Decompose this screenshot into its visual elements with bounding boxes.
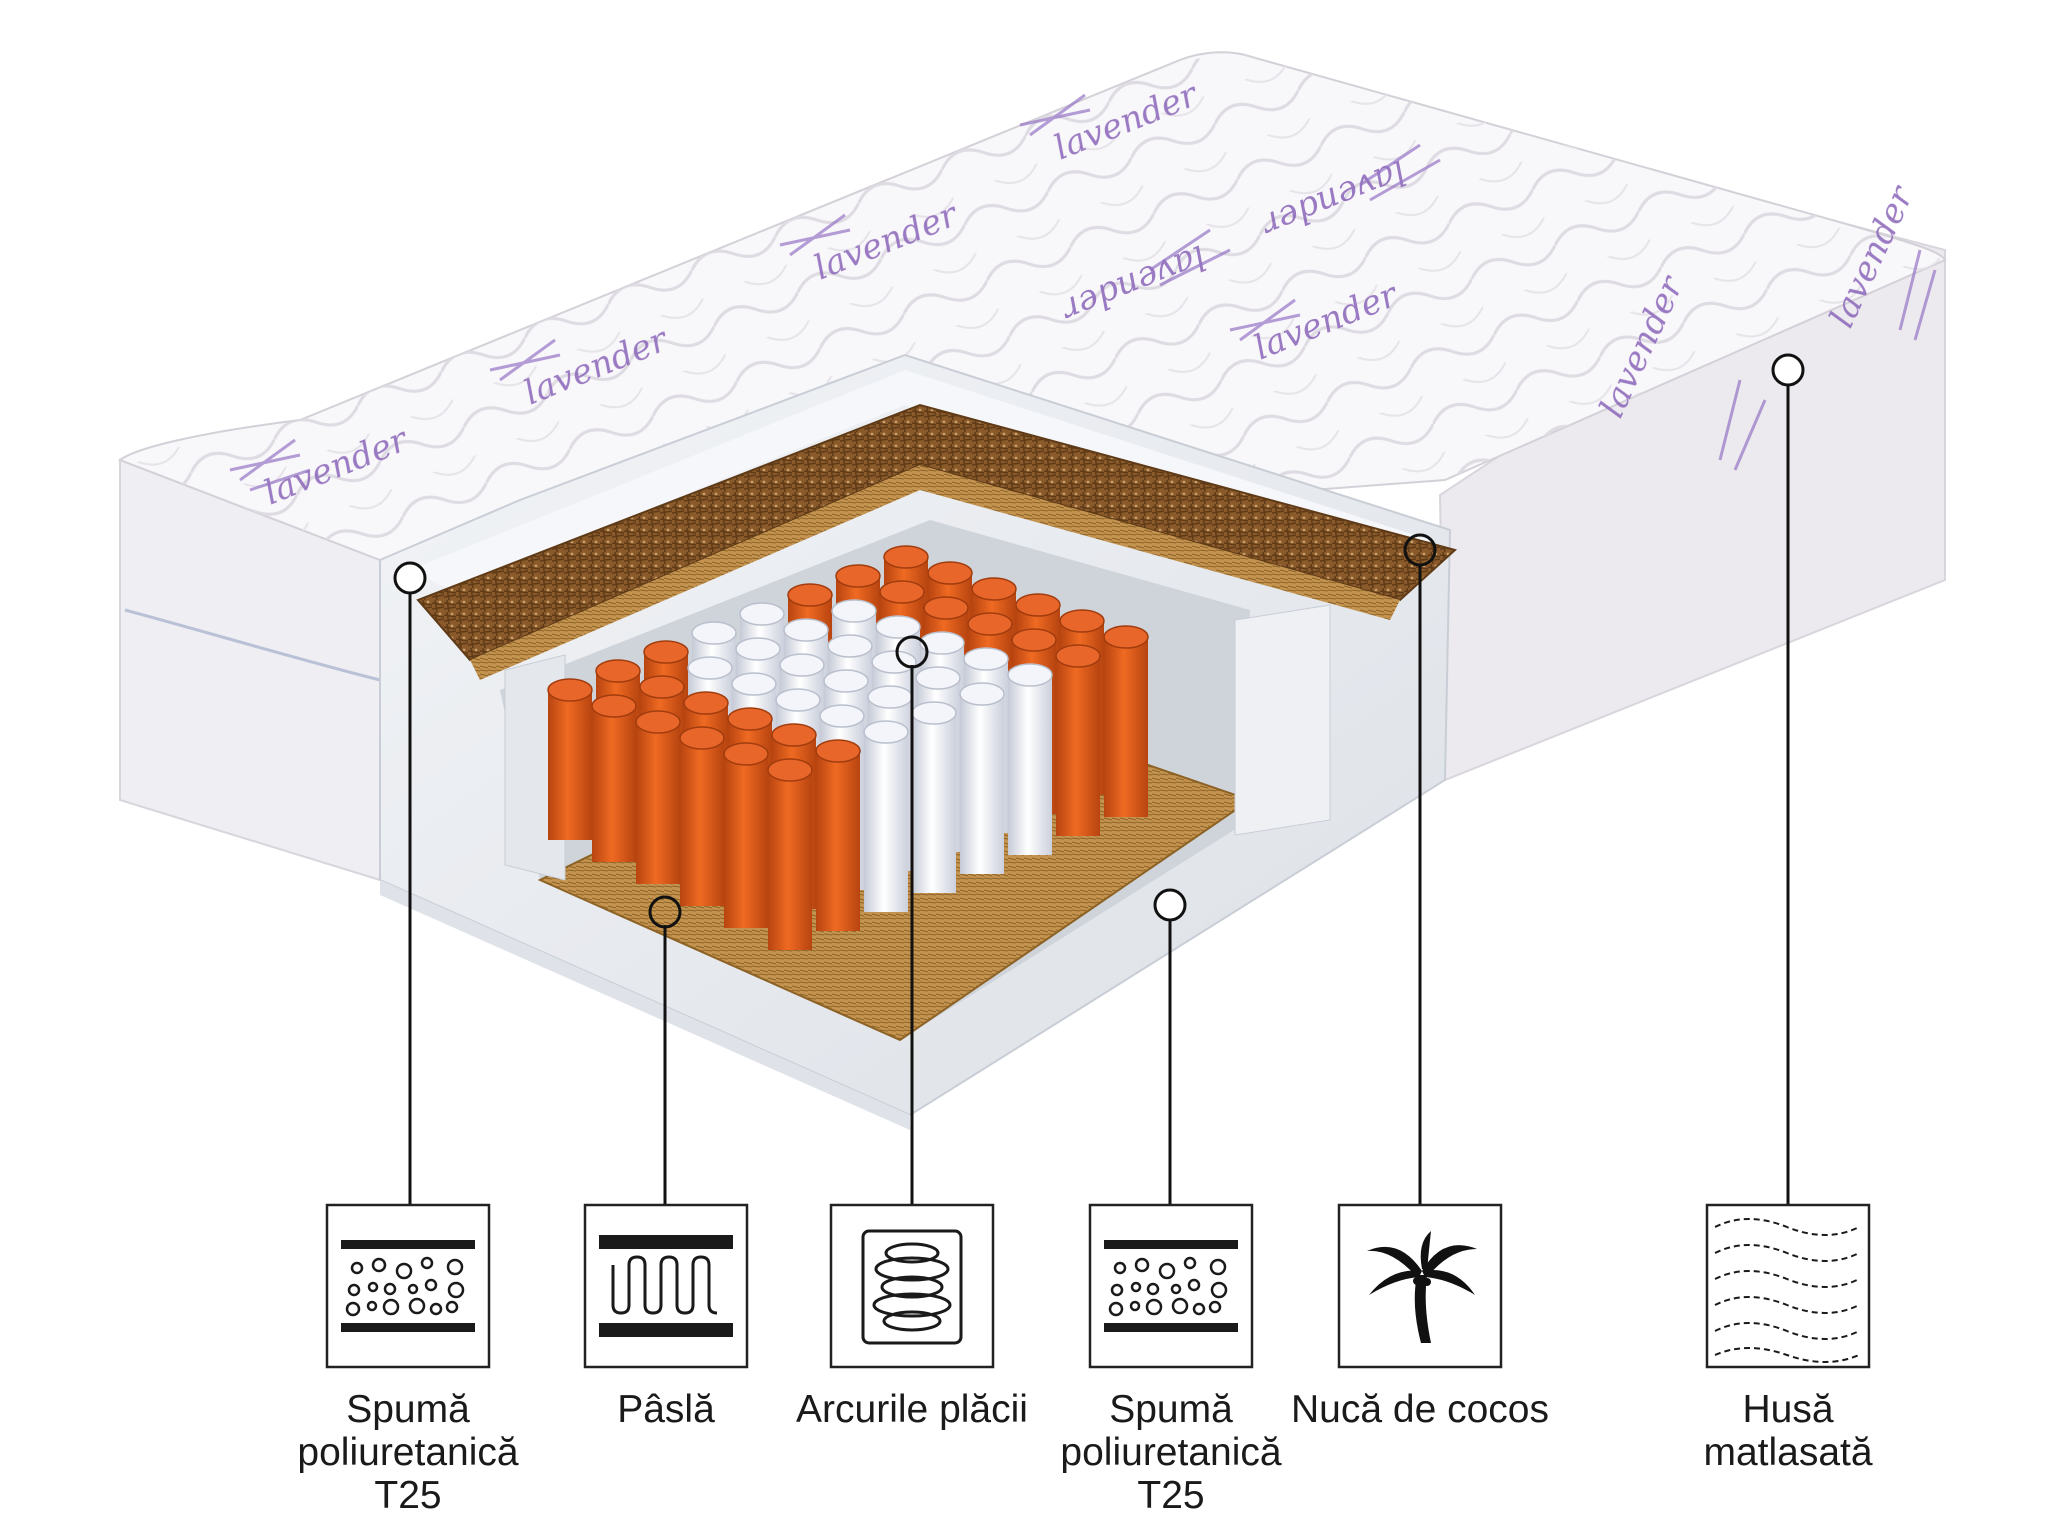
label-foam-top: Spumă poliuretanică T25 [297,1388,519,1517]
marker-felt [648,895,682,929]
foam-icon [1088,1203,1254,1369]
label-springs: Arcurile plăcii [796,1388,1028,1431]
spring-white [863,720,909,912]
quilted-cover-icon [1705,1203,1871,1369]
label-foam-bottom: Spumă poliuretanică T25 [1060,1388,1282,1517]
spring-white [911,701,957,893]
spring-orange [679,726,725,906]
spring-white [1007,663,1053,855]
spring-orange [1055,644,1101,836]
marker-cover [1771,353,1805,387]
icon-row [325,1203,1871,1369]
pocket-springs [547,545,1149,950]
mattress-body: lavender lavender lavender lavender lave… [117,51,1947,882]
marker-foam-bottom [1153,888,1187,922]
palm-icon [1337,1203,1503,1369]
spring-orange [815,739,861,931]
spring-orange [723,742,769,928]
spring-orange [635,710,681,884]
marker-springs [895,635,929,669]
foam-icon [325,1203,491,1369]
marker-foam-top [393,561,427,595]
marker-coconut [1403,533,1437,567]
spring-orange [1103,625,1149,817]
felt-icon [583,1203,749,1369]
spring-white [959,682,1005,874]
label-felt: Pâslă [617,1388,715,1431]
spring-orange [767,758,813,950]
spring-orange [591,694,637,862]
label-coconut: Nucă de cocos [1291,1388,1549,1431]
label-cover: Husă matlasată [1703,1388,1873,1474]
callout-lines [393,353,1805,1205]
spring-orange [547,678,593,840]
spring-icon [829,1203,995,1369]
